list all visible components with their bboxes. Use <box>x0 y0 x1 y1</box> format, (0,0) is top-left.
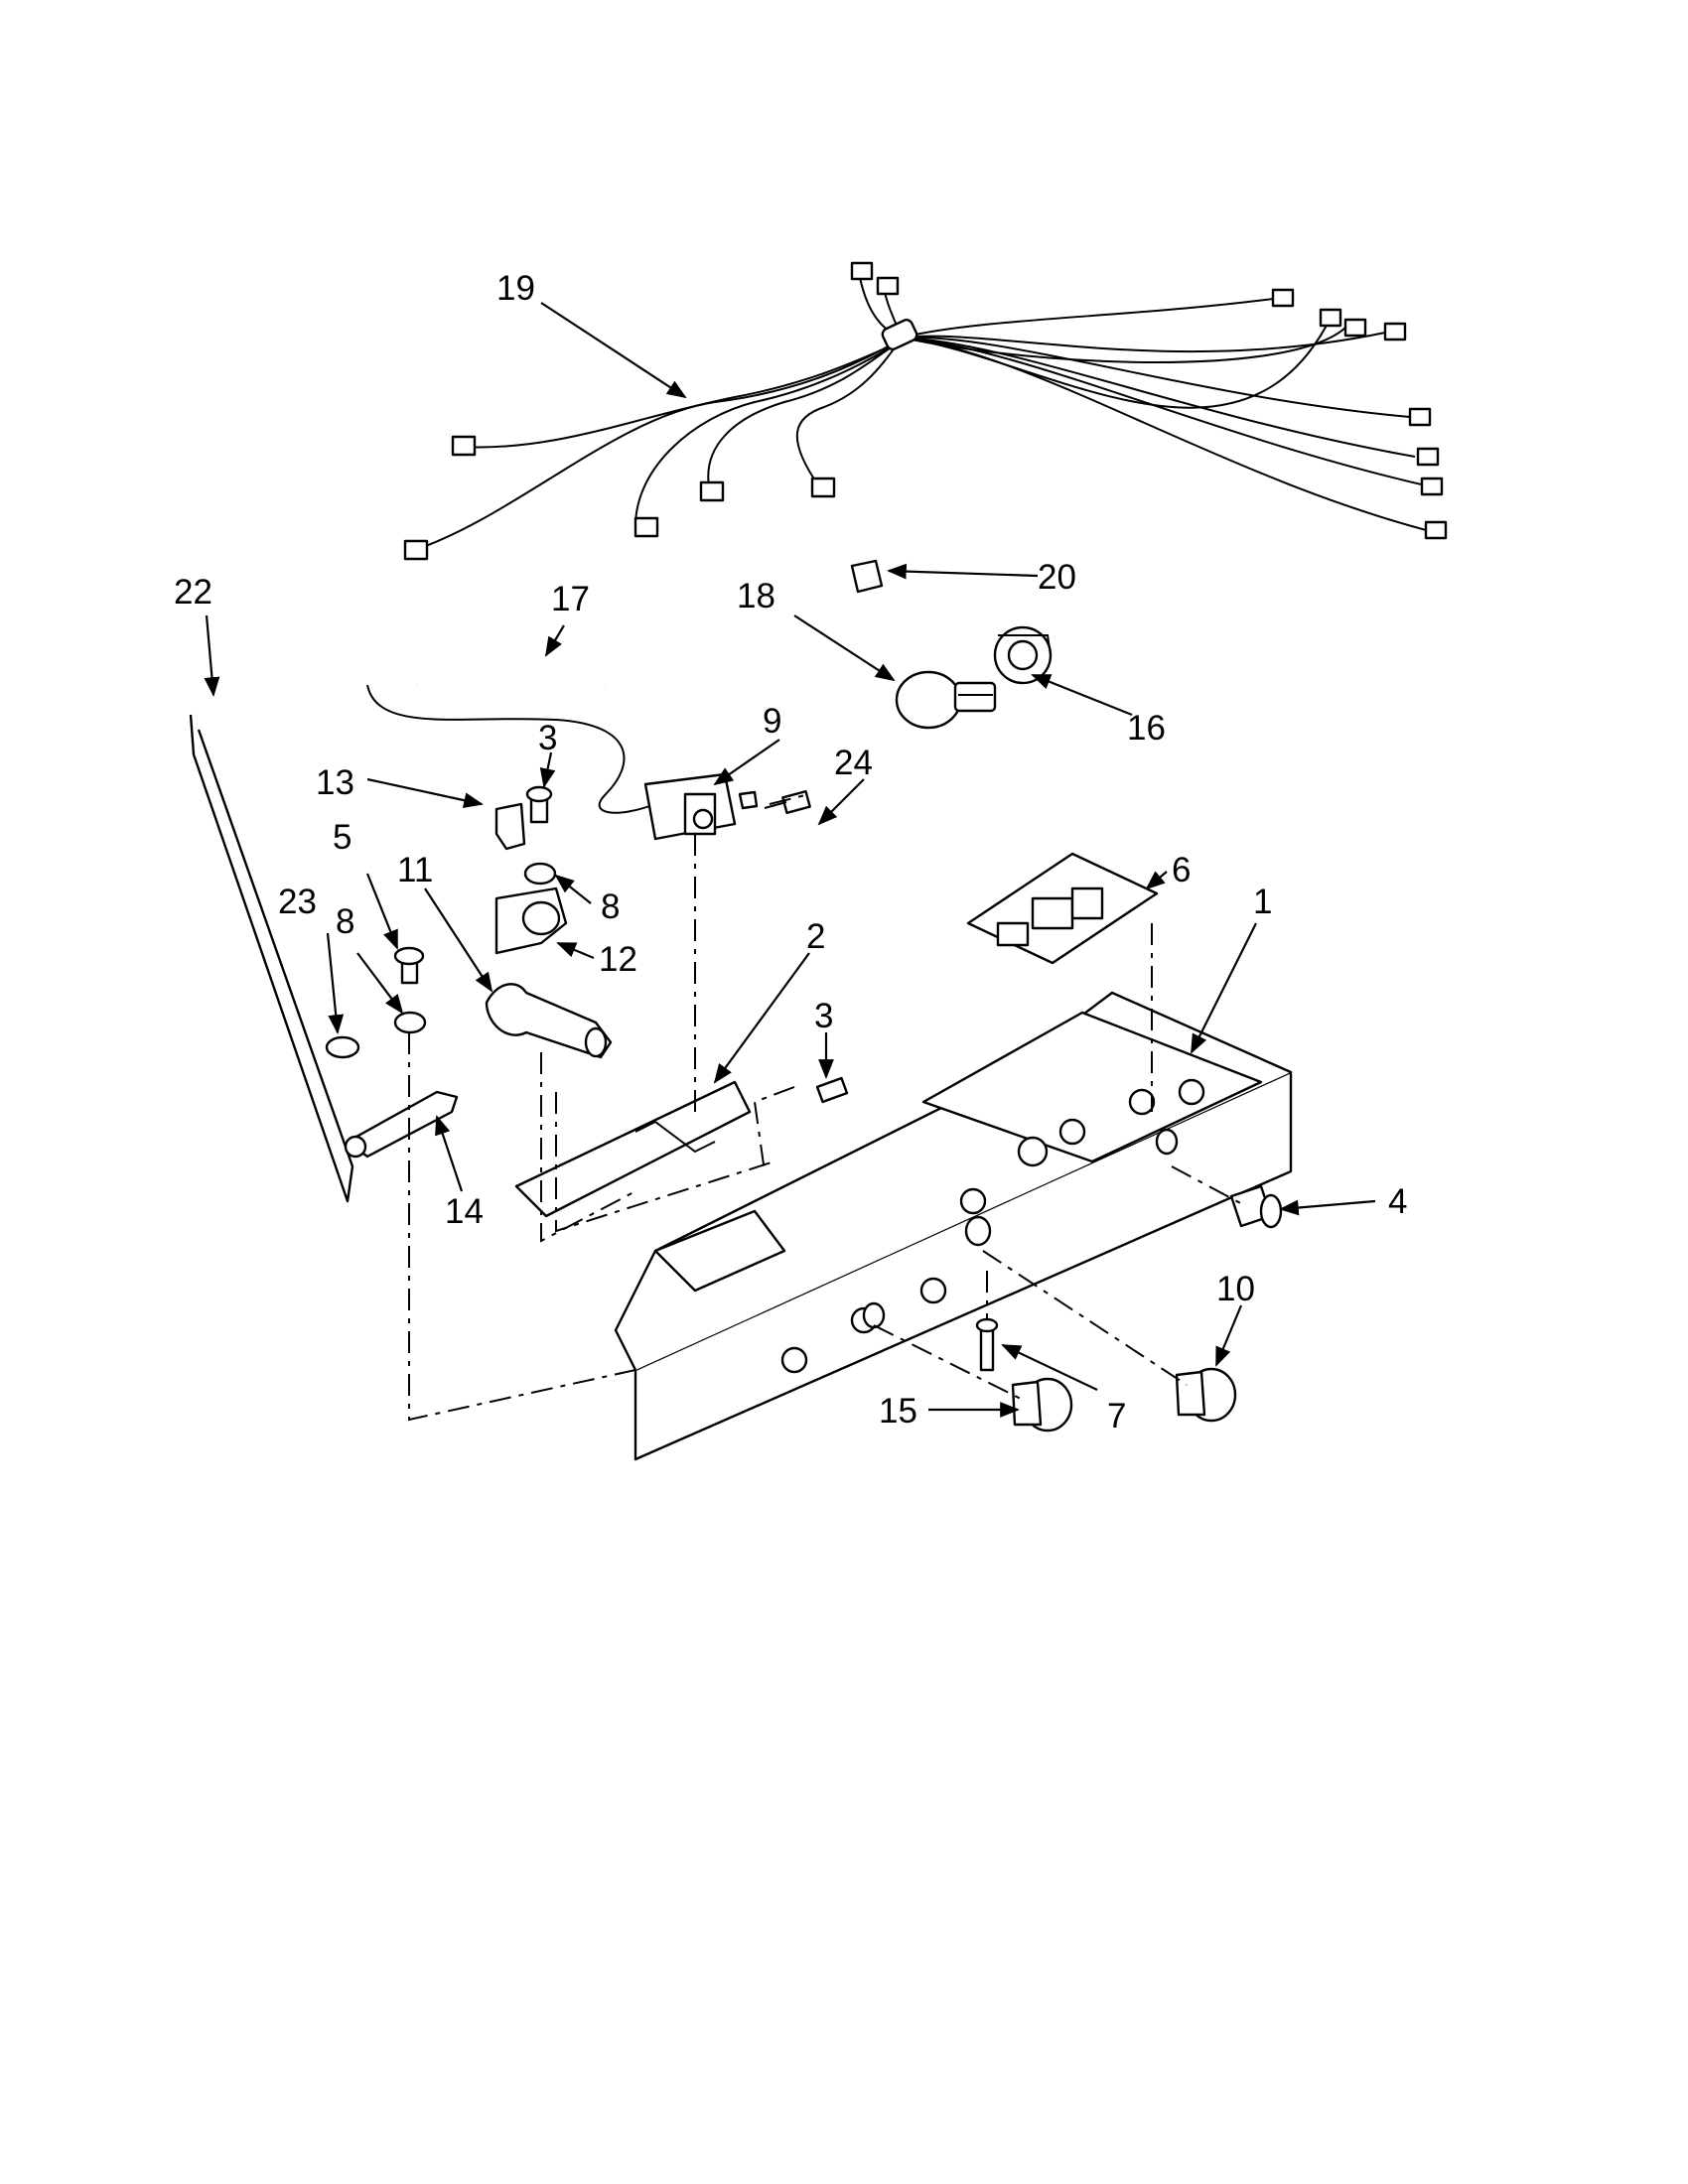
callout-3-lower: 3 <box>814 997 833 1035</box>
callout-4: 4 <box>1388 1182 1407 1221</box>
callout-13: 13 <box>316 763 354 802</box>
mounting-plate <box>514 1080 752 1218</box>
wire-harness <box>403 261 1448 561</box>
callout-15: 15 <box>879 1392 917 1431</box>
shaft <box>485 983 613 1059</box>
callout-8-upper: 8 <box>601 887 620 926</box>
callout-17: 17 <box>551 580 590 618</box>
callout-20: 20 <box>1038 558 1076 597</box>
callout-7: 7 <box>1107 1397 1126 1435</box>
callout-10: 10 <box>1216 1270 1255 1308</box>
callout-11: 11 <box>397 851 433 889</box>
screw-3-lower <box>815 1076 849 1104</box>
screw-5 <box>393 946 425 985</box>
bracket <box>494 887 568 955</box>
clip <box>494 802 526 851</box>
screw-7 <box>975 1317 999 1372</box>
washer-8-upper <box>523 862 557 886</box>
callout-5: 5 <box>333 818 352 857</box>
callouts: 1 2 3 3 4 5 6 7 8 8 9 10 11 12 13 14 15 … <box>174 269 1407 1435</box>
callout-23: 23 <box>278 883 317 921</box>
callout-12: 12 <box>599 940 637 979</box>
washer-23 <box>325 1035 360 1059</box>
control-board <box>966 852 1159 965</box>
light-bulb <box>895 670 997 730</box>
thermostat <box>643 772 759 841</box>
button-10 <box>1175 1367 1237 1423</box>
light-socket <box>993 625 1053 685</box>
lever <box>344 1090 459 1159</box>
control-housing <box>614 991 1293 1461</box>
callout-3-upper: 3 <box>538 719 557 757</box>
washer-8-left <box>393 1011 427 1034</box>
leader-lines <box>204 302 1376 1418</box>
screw-24 <box>764 789 811 815</box>
callout-1: 1 <box>1253 883 1272 921</box>
switch <box>1229 1184 1283 1229</box>
callout-18: 18 <box>737 577 775 615</box>
callout-19: 19 <box>496 269 535 308</box>
callout-14: 14 <box>445 1192 484 1231</box>
screw-3-upper <box>525 785 553 824</box>
button-15 <box>1011 1377 1073 1433</box>
callout-24: 24 <box>834 744 873 782</box>
assembly-lines <box>408 793 1247 1422</box>
callout-9: 9 <box>763 702 781 741</box>
callout-2: 2 <box>806 917 825 956</box>
callout-6: 6 <box>1172 851 1191 889</box>
socket-clip <box>850 559 884 594</box>
capillary-tube <box>366 684 656 814</box>
callout-8-left: 8 <box>336 902 354 941</box>
callout-22: 22 <box>174 573 212 612</box>
callout-16: 16 <box>1127 709 1166 748</box>
rod <box>189 714 354 1203</box>
